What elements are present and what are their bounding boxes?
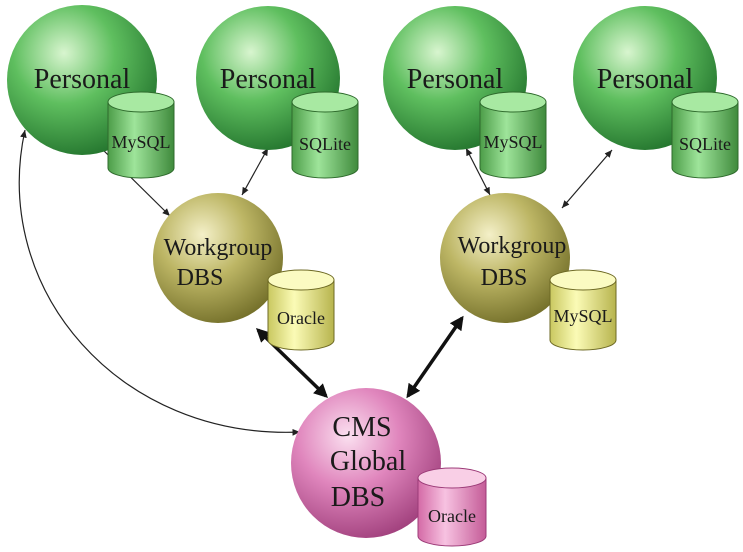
- global-node: CMS Global DBS Oracle: [291, 388, 487, 547]
- link-personal2-workgroup1: [241, 147, 269, 196]
- personal-node-4: Personal SQLite: [573, 6, 739, 179]
- database-label: MySQL: [483, 132, 542, 152]
- personal-node-1: Personal MySQL: [7, 5, 175, 179]
- workgroup-sphere: [153, 193, 283, 323]
- personal-label: Personal: [34, 64, 131, 95]
- link-personal3-workgroup2: [465, 147, 491, 196]
- personal-label: Personal: [597, 64, 694, 95]
- global-sphere: [291, 388, 441, 538]
- global-label-line1: CMS: [332, 412, 391, 443]
- link-personal4-workgroup2: [561, 149, 613, 209]
- sqlite-database-icon: SQLite: [291, 91, 359, 179]
- database-label: Oracle: [277, 308, 325, 328]
- database-label: SQLite: [679, 134, 731, 154]
- database-label: SQLite: [299, 134, 351, 154]
- personal-label: Personal: [220, 64, 317, 95]
- mysql-database-icon: MySQL: [107, 91, 175, 179]
- database-label: MySQL: [553, 306, 612, 326]
- oracle-database-icon: Oracle: [267, 269, 335, 351]
- link-workgroup2-global: [406, 315, 464, 399]
- workgroup-label-line2: DBS: [481, 265, 528, 291]
- global-label-line2: Global: [330, 446, 406, 477]
- database-label: Oracle: [428, 506, 476, 526]
- workgroup-label-line1: Workgroup: [458, 233, 567, 259]
- workgroup-label-line1: Workgroup: [164, 235, 273, 261]
- workgroup-node-1: Workgroup DBS Oracle: [153, 193, 335, 351]
- personal-node-3: Personal MySQL: [383, 6, 547, 179]
- oracle-database-icon: Oracle: [417, 467, 487, 547]
- mysql-database-icon: MySQL: [549, 269, 617, 351]
- workgroup-node-2: Workgroup DBS MySQL: [440, 193, 617, 351]
- database-label: MySQL: [111, 132, 170, 152]
- link-personal1-global: [18, 129, 301, 436]
- workgroup-sphere: [440, 193, 570, 323]
- personal-label: Personal: [407, 64, 504, 95]
- global-label-line3: DBS: [331, 482, 385, 513]
- personal-node-2: Personal SQLite: [196, 6, 359, 179]
- sqlite-database-icon: SQLite: [671, 91, 739, 179]
- mysql-database-icon: MySQL: [479, 91, 547, 179]
- workgroup-label-line2: DBS: [177, 265, 224, 291]
